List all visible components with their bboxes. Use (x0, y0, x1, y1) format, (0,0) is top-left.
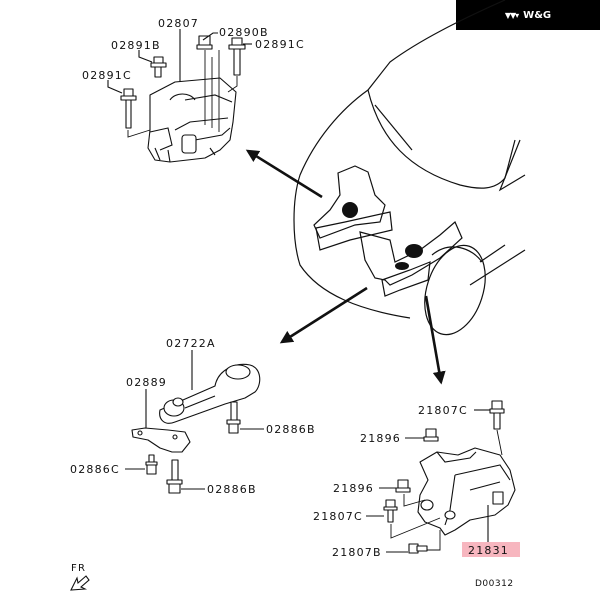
bracket-02889[interactable] (131, 427, 191, 453)
highlighted-part-box (462, 542, 520, 557)
engine-bay-detail (313, 165, 463, 297)
pointer-arrow-lower-left (279, 286, 368, 344)
diagram-code: D00312 (475, 579, 514, 589)
logo-text: W&G (523, 9, 552, 21)
part-label[interactable]: 21807B (332, 546, 382, 559)
engine-mount-marker (395, 262, 409, 270)
engine-mount-marker (405, 244, 423, 258)
pointer-arrow-lower-right (424, 295, 446, 385)
bolt-21807c-top[interactable] (489, 400, 505, 430)
engine-mount-marker (342, 202, 358, 218)
front-arrow-icon (70, 575, 90, 591)
nut-21896-lower[interactable] (395, 479, 411, 493)
engine-mount-02807[interactable] (147, 77, 237, 163)
part-label[interactable]: 02886B (207, 483, 257, 496)
part-label[interactable]: 02891C (82, 69, 132, 82)
part-label[interactable]: 21807C (313, 510, 363, 523)
bolt-21807c-left[interactable] (383, 499, 398, 523)
bolt-02886b-lower[interactable] (166, 459, 183, 494)
part-label[interactable]: 02890B (219, 26, 269, 39)
logo-mark-icon: ▼▼▾ (504, 10, 519, 20)
part-label[interactable]: 02889 (126, 376, 167, 389)
bolt-02886b-upper[interactable] (226, 401, 241, 434)
brand-logo: ▼▼▾ W&G (456, 0, 600, 30)
bolt-02891c-right[interactable] (228, 37, 246, 76)
engine-mount-21831[interactable] (417, 447, 516, 536)
nut-02890b[interactable] (196, 35, 213, 50)
part-label[interactable]: 02722A (166, 337, 216, 350)
part-label[interactable]: 02807 (158, 17, 199, 30)
bolt-02891b[interactable] (150, 56, 167, 78)
lower-left-mount-group: 02722A 02889 02886B 02886C 02886B (70, 337, 316, 496)
front-label: FR (71, 563, 86, 574)
bolt-02891c-left[interactable] (120, 88, 137, 129)
bolt-21807b[interactable] (408, 543, 428, 554)
part-label[interactable]: 21896 (333, 482, 374, 495)
part-label[interactable]: 21807C (418, 404, 468, 417)
part-label[interactable]: 21896 (360, 432, 401, 445)
highlighted-part-label[interactable]: 21831 (468, 544, 509, 557)
part-label[interactable]: 02891B (111, 39, 161, 52)
front-direction-indicator: FR (70, 563, 90, 591)
upper-left-mount-group: 02807 02890B 02891B 02891C 02891C (82, 17, 305, 163)
part-label[interactable]: 02886C (70, 463, 120, 476)
car-body-outline (293, 0, 526, 336)
part-label[interactable]: 02891C (255, 38, 305, 51)
bolt-02886c[interactable] (145, 454, 158, 475)
nut-21896-upper[interactable] (423, 428, 439, 442)
pointer-arrow-upper-left (245, 149, 323, 199)
lower-right-mount-group: 21807C 21896 21896 21807C 21807B 21831 (313, 400, 520, 559)
part-label[interactable]: 02886B (266, 423, 316, 436)
